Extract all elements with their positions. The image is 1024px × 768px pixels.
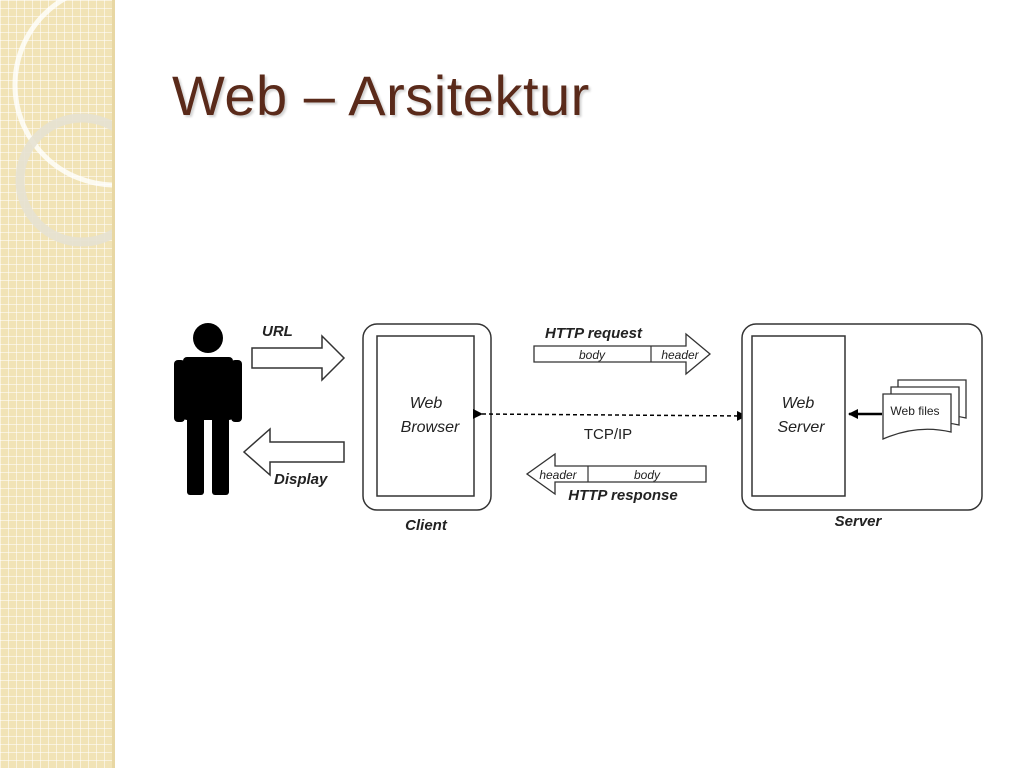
browser-label-line2: Browser xyxy=(401,419,460,436)
web-browser-box xyxy=(376,335,475,497)
client-label: Client xyxy=(405,517,448,534)
response-header-label: header xyxy=(539,468,577,482)
server-label-line2: Server xyxy=(777,419,825,436)
request-header-label: header xyxy=(661,348,699,362)
web-files-label: Web files xyxy=(890,404,939,418)
display-label: Display xyxy=(274,471,328,488)
browser-label-line1: Web xyxy=(410,395,443,412)
url-label: URL xyxy=(262,323,293,340)
web-architecture-diagram: URL Display Web Browser Client HTTP requ… xyxy=(174,323,983,534)
http-request-arrow-icon xyxy=(533,332,712,376)
response-body-label: body xyxy=(634,468,661,482)
decorative-side-strip xyxy=(0,0,115,768)
tcpip-connection xyxy=(472,408,747,421)
tcpip-label: TCP/IP xyxy=(584,426,632,443)
web-server-box xyxy=(751,335,846,497)
server-label-line1: Web xyxy=(782,395,815,412)
display-arrow-icon xyxy=(242,427,345,477)
http-response-arrow-icon xyxy=(525,452,707,496)
decorative-rings xyxy=(12,0,112,247)
user-person-icon xyxy=(174,323,242,495)
decorative-ring-large xyxy=(12,0,112,188)
http-response-label: HTTP response xyxy=(568,487,677,504)
web-files-stack-icon xyxy=(882,379,967,440)
http-request-label: HTTP request xyxy=(545,325,643,342)
request-body-label: body xyxy=(579,348,606,362)
page-title: Web – Arsitektur xyxy=(172,64,590,127)
server-caption: Server xyxy=(835,513,883,530)
url-arrow-icon xyxy=(251,334,346,382)
decorative-ring-small xyxy=(15,113,112,247)
